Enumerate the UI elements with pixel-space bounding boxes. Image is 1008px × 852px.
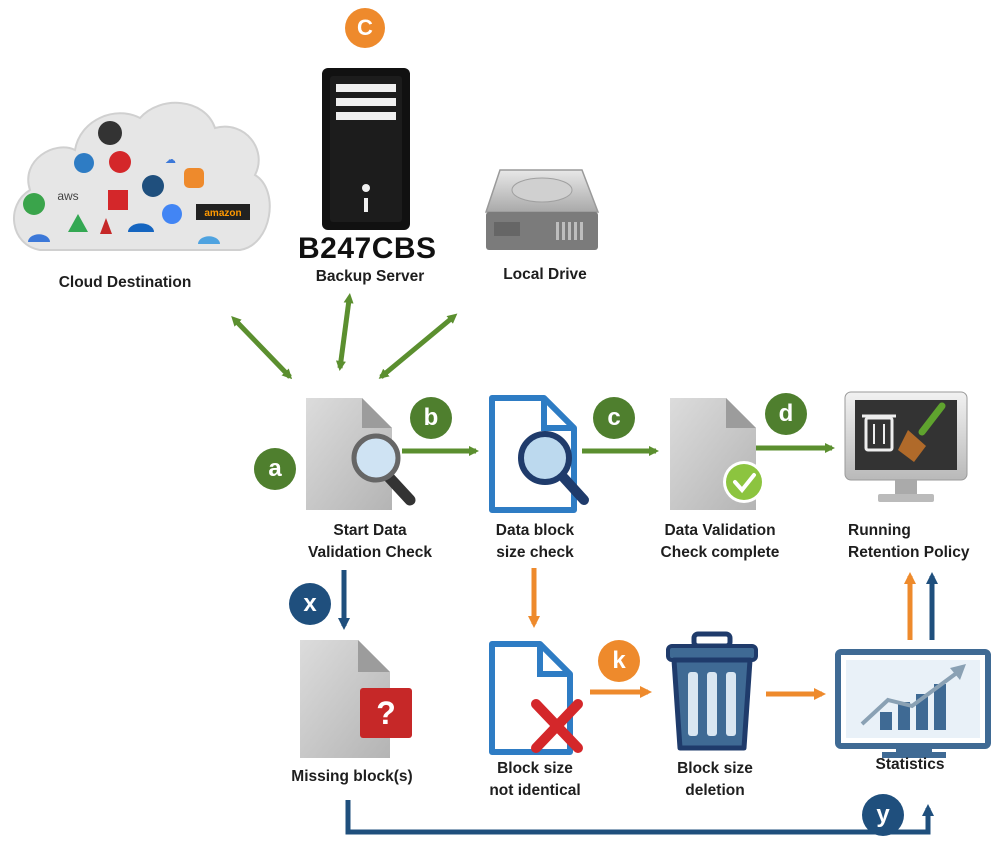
connector-drive-start xyxy=(378,313,458,379)
badge-a: a xyxy=(254,448,296,490)
brand-name: B247CBS xyxy=(298,232,437,265)
badge-x: x xyxy=(289,583,331,625)
connector-cloud-start xyxy=(231,315,293,380)
document-check-icon xyxy=(670,398,765,510)
label-start-validation: Start Data Validation Check xyxy=(307,522,433,561)
label-retention-policy: Running Retention Policy xyxy=(848,522,970,561)
document-cross-icon xyxy=(489,641,583,755)
label-statistics: Statistics xyxy=(875,756,945,773)
label-size-deletion: Block size deletion xyxy=(677,760,753,799)
hard-drive-icon xyxy=(484,169,600,250)
document-question-icon: ? xyxy=(300,640,412,758)
monitor-trash-broom-icon xyxy=(844,391,968,502)
monitor-chart-icon xyxy=(835,649,991,758)
badge-k: k xyxy=(598,640,640,682)
connector-missing-statistics xyxy=(345,800,934,835)
connector-server-start xyxy=(335,293,354,371)
badge-c-top: C xyxy=(345,8,385,48)
label-missing-blocks: Missing block(s) xyxy=(291,768,413,785)
document-search-icon xyxy=(306,398,416,510)
trash-bin-icon xyxy=(666,631,758,751)
label-backup-server: Backup Server xyxy=(315,268,425,285)
label-validation-complete: Data Validation Check complete xyxy=(660,522,780,561)
label-not-identical: Block size not identical xyxy=(489,760,581,799)
server-tower-icon xyxy=(322,68,410,230)
svg-text:?: ? xyxy=(376,695,396,731)
label-block-size-check: Data block size check xyxy=(495,522,575,561)
document-magnifier-icon xyxy=(489,395,589,513)
cloud-services-icon: amazon aws ☁ xyxy=(13,101,271,251)
badge-y: y xyxy=(862,794,904,836)
svg-text:amazon: amazon xyxy=(204,208,241,219)
svg-text:aws: aws xyxy=(57,189,78,203)
label-cloud: Cloud Destination xyxy=(58,274,192,291)
badge-c: c xyxy=(593,397,635,439)
svg-text:☁: ☁ xyxy=(165,154,176,166)
badge-b: b xyxy=(410,397,452,439)
badge-d: d xyxy=(765,393,807,435)
label-local-drive: Local Drive xyxy=(503,266,587,283)
